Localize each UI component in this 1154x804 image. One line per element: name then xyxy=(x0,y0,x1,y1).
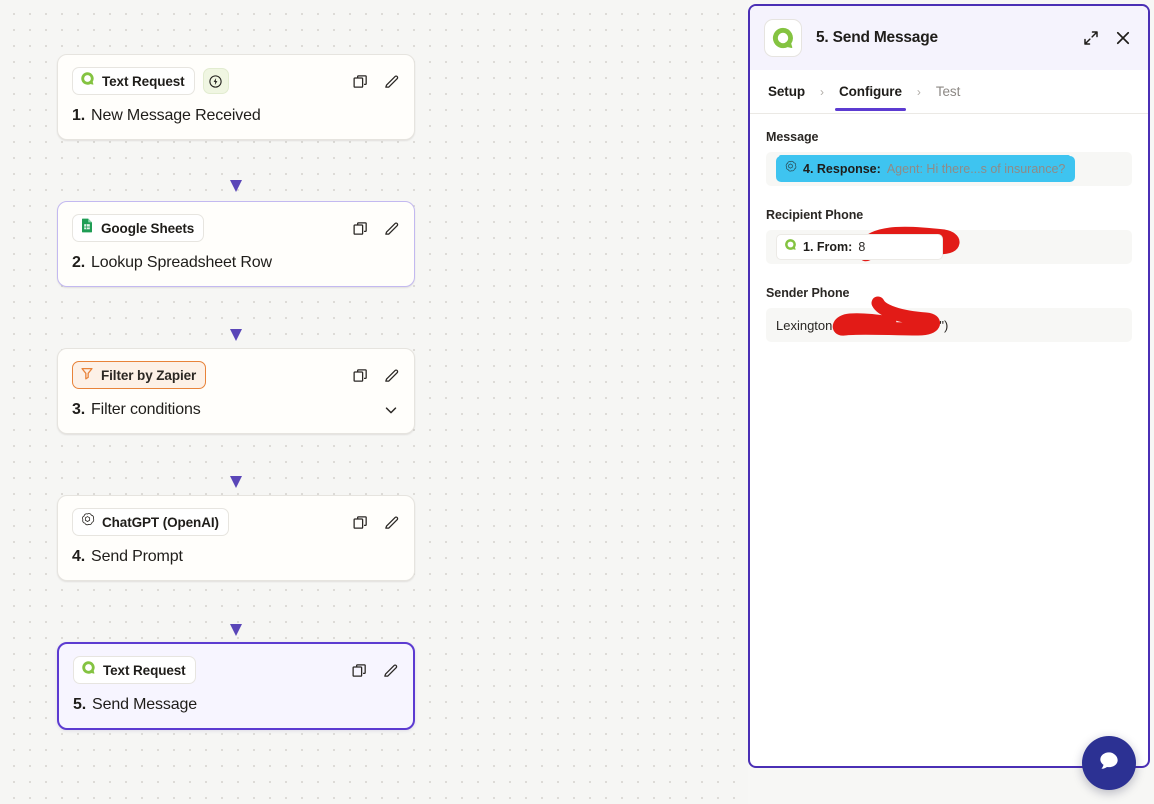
card-title: 2. Lookup Spreadsheet Row xyxy=(72,254,400,272)
merge-token-key: 4. Response: xyxy=(803,162,881,176)
tab-configure[interactable]: Configure xyxy=(835,73,906,111)
openai-icon xyxy=(784,160,797,178)
merge-token-value: Agent: Hi there...s of insurance? xyxy=(886,162,1066,176)
chat-widget-button[interactable] xyxy=(1082,736,1136,790)
card-header: Text Request xyxy=(73,656,399,684)
card-header: ChatGPT (OpenAI) xyxy=(72,508,400,536)
message-input[interactable]: 4. Response: Agent: Hi there...s of insu… xyxy=(766,152,1132,186)
recipient-phone-input[interactable]: 1. From: 8 xyxy=(766,226,1132,264)
step-detail-panel: 5. Send Message Setup › Configure › Test… xyxy=(748,4,1150,768)
app-badge-label: Text Request xyxy=(102,73,185,89)
field-message: Message 4. Response: Agent: Hi there...s… xyxy=(766,130,1132,186)
pencil-edit-icon[interactable] xyxy=(382,662,399,679)
workflow-step-card-4[interactable]: ChatGPT (OpenAI) 4. Send Prompt xyxy=(57,495,415,581)
sender-phone-value-prefix: Lexington(" xyxy=(776,317,842,333)
sender-phone-input[interactable]: Lexington(" ") xyxy=(766,296,1132,342)
panel-body: Message 4. Response: Agent: Hi there...s… xyxy=(750,114,1148,342)
connector-arrow-4-5 xyxy=(230,574,242,636)
app-badge-label: ChatGPT (OpenAI) xyxy=(102,514,219,530)
copy-icon[interactable] xyxy=(352,73,369,90)
text-request-icon xyxy=(80,71,95,91)
tab-separator-2: › xyxy=(916,84,921,99)
text-request-icon xyxy=(81,660,96,680)
card-step-number: 5. xyxy=(73,696,87,713)
merge-token-response[interactable]: 4. Response: Agent: Hi there...s of insu… xyxy=(776,156,1076,182)
workflow-step-card-3[interactable]: Filter by Zapier 3. Filter conditions xyxy=(57,348,415,434)
pencil-edit-icon[interactable] xyxy=(383,220,400,237)
lightning-bolt-icon xyxy=(202,68,229,94)
copy-icon[interactable] xyxy=(352,514,369,531)
close-icon[interactable] xyxy=(1114,29,1132,47)
app-badge-text-request[interactable]: Text Request xyxy=(72,67,195,95)
panel-tabs: Setup › Configure › Test xyxy=(750,70,1148,114)
app-badge-google-sheets[interactable]: Google Sheets xyxy=(72,214,205,242)
card-step-number: 1. xyxy=(72,107,86,124)
field-recipient-phone: Recipient Phone 1. From: 8 xyxy=(766,208,1132,264)
tab-test[interactable]: Test xyxy=(935,83,961,99)
card-step-title: Lookup Spreadsheet Row xyxy=(91,254,272,271)
card-step-title: Filter conditions xyxy=(91,401,201,418)
connector-arrow-3-4 xyxy=(230,426,242,488)
chevron-down-icon[interactable] xyxy=(382,401,400,419)
card-actions xyxy=(351,662,399,679)
card-title: 3. Filter conditions xyxy=(72,401,400,419)
card-step-number: 3. xyxy=(72,401,86,418)
field-sender-phone: Sender Phone Lexington(" ") xyxy=(766,286,1132,342)
openai-icon xyxy=(80,512,95,532)
card-actions xyxy=(352,514,400,531)
copy-icon[interactable] xyxy=(352,220,369,237)
copy-icon[interactable] xyxy=(351,662,368,679)
app-badge-label: Text Request xyxy=(103,662,186,678)
card-header: Text Request xyxy=(72,67,400,95)
pencil-edit-icon[interactable] xyxy=(383,73,400,90)
merge-token-from[interactable]: 1. From: 8 xyxy=(776,234,944,260)
card-step-title: New Message Received xyxy=(91,107,261,124)
workflow-step-card-2[interactable]: Google Sheets 2. Lookup Spreadsheet Row xyxy=(57,201,415,287)
panel-title: 5. Send Message xyxy=(816,29,938,46)
chat-bubble-icon xyxy=(1096,748,1122,779)
filter-funnel-icon xyxy=(80,366,94,385)
text-request-icon xyxy=(784,238,797,256)
copy-icon[interactable] xyxy=(352,367,369,384)
card-step-title: Send Message xyxy=(92,696,197,713)
pencil-edit-icon[interactable] xyxy=(383,367,400,384)
merge-token-value: 8 xyxy=(858,240,866,254)
card-title: 4. Send Prompt xyxy=(72,548,400,566)
card-header: Filter by Zapier xyxy=(72,361,400,389)
panel-header-actions xyxy=(1082,29,1132,47)
card-header: Google Sheets xyxy=(72,214,400,242)
card-step-title: Send Prompt xyxy=(91,548,183,565)
merge-token-key: 1. From: xyxy=(803,240,853,254)
field-label: Message xyxy=(766,130,819,144)
card-title: 1. New Message Received xyxy=(72,107,400,125)
workflow-canvas: Text Request 1. New xyxy=(0,0,748,804)
pencil-edit-icon[interactable] xyxy=(383,514,400,531)
tab-setup[interactable]: Setup xyxy=(768,83,806,99)
card-step-number: 4. xyxy=(72,548,86,565)
workflow-step-card-5[interactable]: Text Request 5. Send Message xyxy=(57,642,415,730)
connector-arrow-2-3 xyxy=(230,279,242,341)
card-actions xyxy=(352,220,400,237)
app-badge-filter-by-zapier[interactable]: Filter by Zapier xyxy=(72,361,207,389)
sender-phone-value-suffix: ") xyxy=(939,317,949,333)
app-badge-label: Filter by Zapier xyxy=(101,367,197,383)
text-request-logo-icon xyxy=(764,19,802,57)
card-actions xyxy=(352,367,400,384)
card-step-number: 2. xyxy=(72,254,86,271)
field-label: Recipient Phone xyxy=(766,208,864,222)
app-badge-text-request[interactable]: Text Request xyxy=(73,656,196,684)
field-label: Sender Phone xyxy=(766,286,850,300)
expand-fullscreen-icon[interactable] xyxy=(1082,29,1100,47)
panel-header: 5. Send Message xyxy=(750,6,1148,70)
card-actions xyxy=(352,73,400,90)
card-title: 5. Send Message xyxy=(73,696,399,714)
app-badge-chatgpt[interactable]: ChatGPT (OpenAI) xyxy=(72,508,229,536)
tab-separator-1: › xyxy=(820,84,825,99)
workflow-step-card-1[interactable]: Text Request 1. New xyxy=(57,54,415,140)
app-badge-label: Google Sheets xyxy=(101,220,195,236)
google-sheets-icon xyxy=(80,218,94,238)
